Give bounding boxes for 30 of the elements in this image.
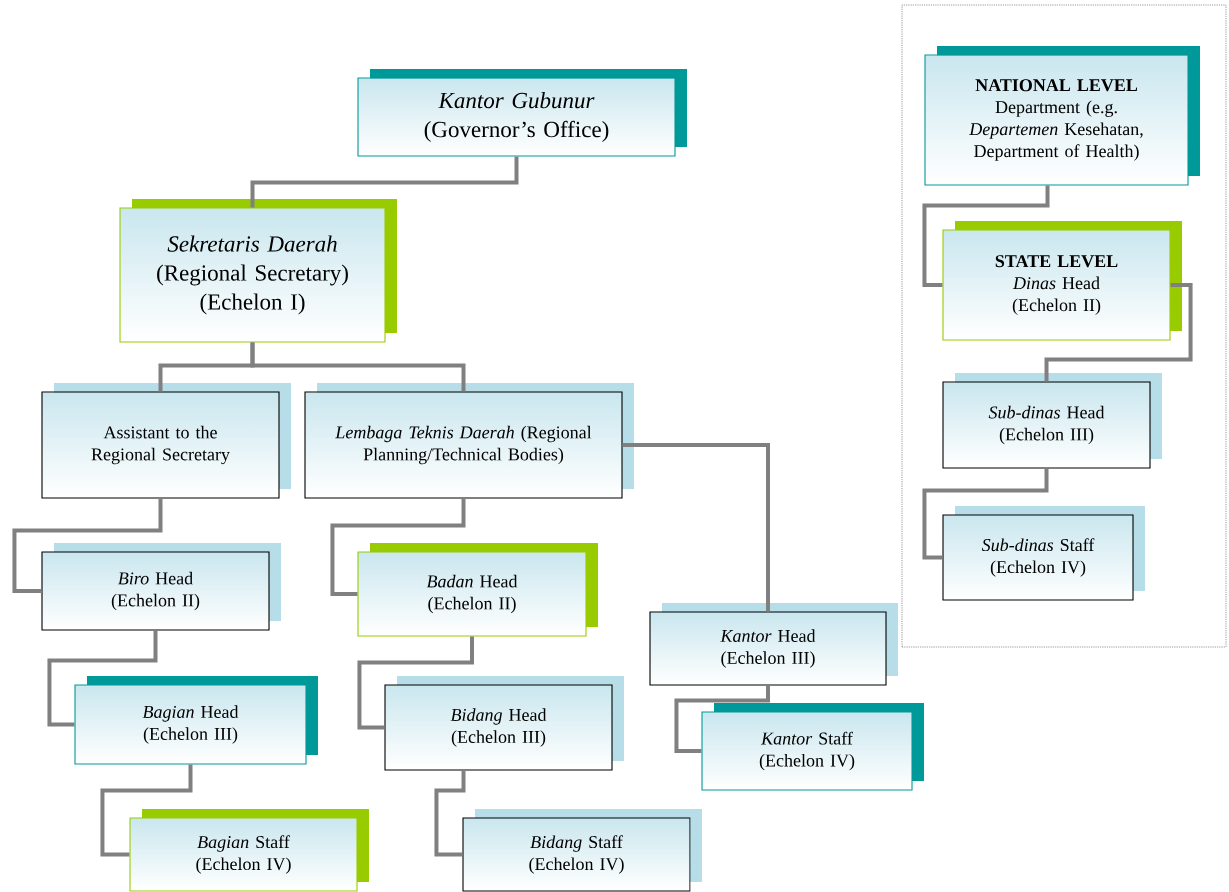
org-box: Badan Head (Echelon II) [357, 543, 598, 637]
org-box: Kantor Staff (Echelon IV) [701, 703, 924, 791]
org-box: Bagian Staff (Echelon IV) [129, 809, 369, 892]
connector-line [250, 156, 519, 208]
connector-line [1044, 283, 1193, 382]
org-box: Sub-dinas Head (Echelon III) [942, 373, 1162, 469]
connector-line [47, 630, 158, 727]
org-box: Kantor Gubunur (Governor’s Office) [357, 69, 687, 157]
org-box: Bidang Head (Echelon III) [384, 676, 624, 771]
org-box: Lembaga Teknis Daerah (Regional Planning/Technical Bodies) [304, 383, 634, 499]
connector-line [674, 685, 770, 753]
connector-line [250, 342, 466, 392]
connector-line [922, 468, 1049, 560]
connector-line [434, 770, 466, 857]
org-box: Biro Head (Echelon II) [41, 543, 281, 631]
connector-line [100, 764, 193, 857]
connector-line [922, 185, 1050, 287]
connector-line [12, 498, 163, 593]
connector-line [330, 498, 466, 596]
org-box: STATE LEVEL Dinas Head (Echelon II) [942, 221, 1182, 341]
org-box: Kantor Head (Echelon III) [649, 603, 898, 686]
org-box: Bidang Staff (Echelon IV) [462, 809, 702, 892]
org-box: Assistant to the Regional Secretary [41, 383, 291, 499]
dotted-frame [901, 4, 1227, 648]
connector-line [357, 636, 474, 730]
org-box: Bagian Head (Echelon III) [74, 676, 318, 765]
connector-line [622, 443, 770, 612]
org-box: Sekretaris Daerah (Regional Secretary) (Echelon I) [119, 199, 397, 343]
org-box: Sub-dinas Staff (Echelon IV) [942, 506, 1145, 601]
org-box: NATIONAL LEVEL Department (e.g. Departemen Kesehatan, Department of Health) [924, 46, 1200, 186]
